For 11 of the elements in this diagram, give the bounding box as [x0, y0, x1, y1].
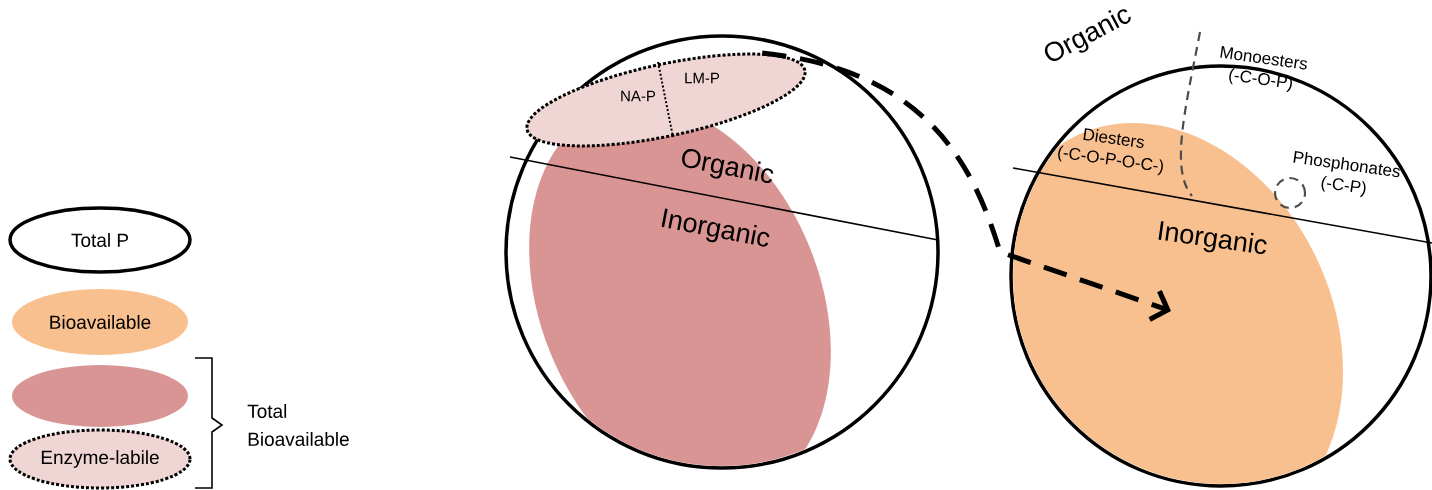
circle-region — [504, 34, 940, 470]
label-text: Phosphonates (-C-P) — [1293, 151, 1400, 197]
region-label: Organic — [682, 149, 774, 184]
region-label: Inorganic — [661, 208, 770, 247]
dashed-arrow — [761, 50, 1171, 322]
region-label: LM-P — [685, 72, 720, 84]
label-text: Total Bioavailable — [247, 404, 349, 446]
region-label: NA-P — [621, 90, 656, 102]
region-label: Inorganic — [1158, 221, 1267, 255]
label-text: Monoesters (-C-O-P) — [1220, 46, 1308, 92]
legend-ellipse — [12, 365, 188, 427]
